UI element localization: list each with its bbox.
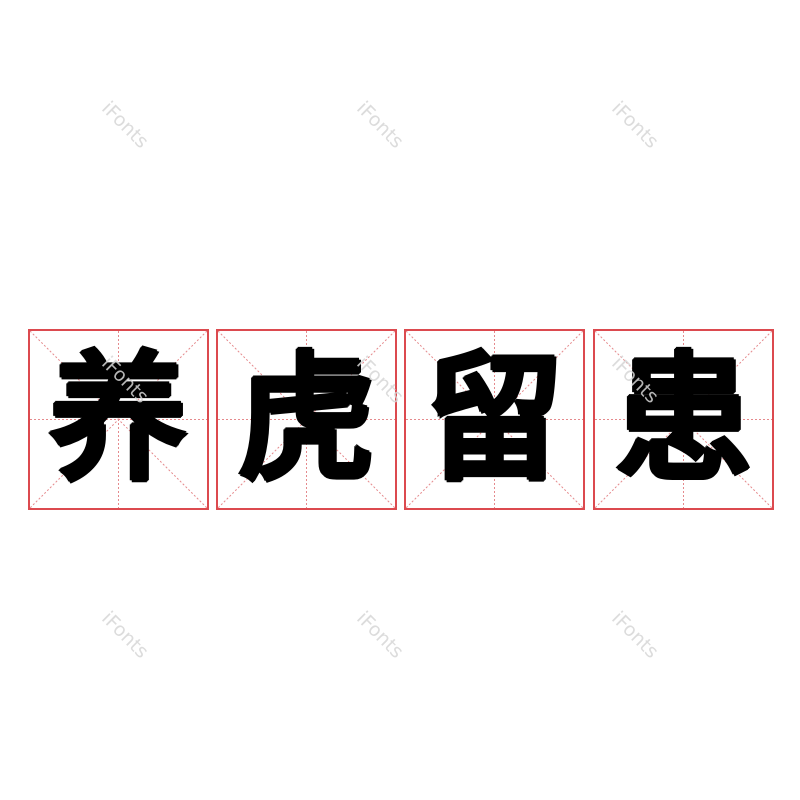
tian-zi-guide-lines [218, 331, 395, 508]
character-cell-2: 虎 [216, 329, 397, 510]
character-glyph: 患 [614, 338, 753, 500]
tian-zi-guide-lines [595, 331, 772, 508]
tian-zi-guide-lines [30, 331, 207, 508]
tian-zi-guide-lines [406, 331, 583, 508]
character-cell-4: 患 [593, 329, 774, 510]
character-cell-1: 养 [28, 329, 209, 510]
character-glyph: 养 [49, 338, 188, 500]
character-cell-3: 留 [404, 329, 585, 510]
character-glyph: 虎 [237, 338, 376, 500]
character-glyph: 留 [425, 338, 564, 500]
